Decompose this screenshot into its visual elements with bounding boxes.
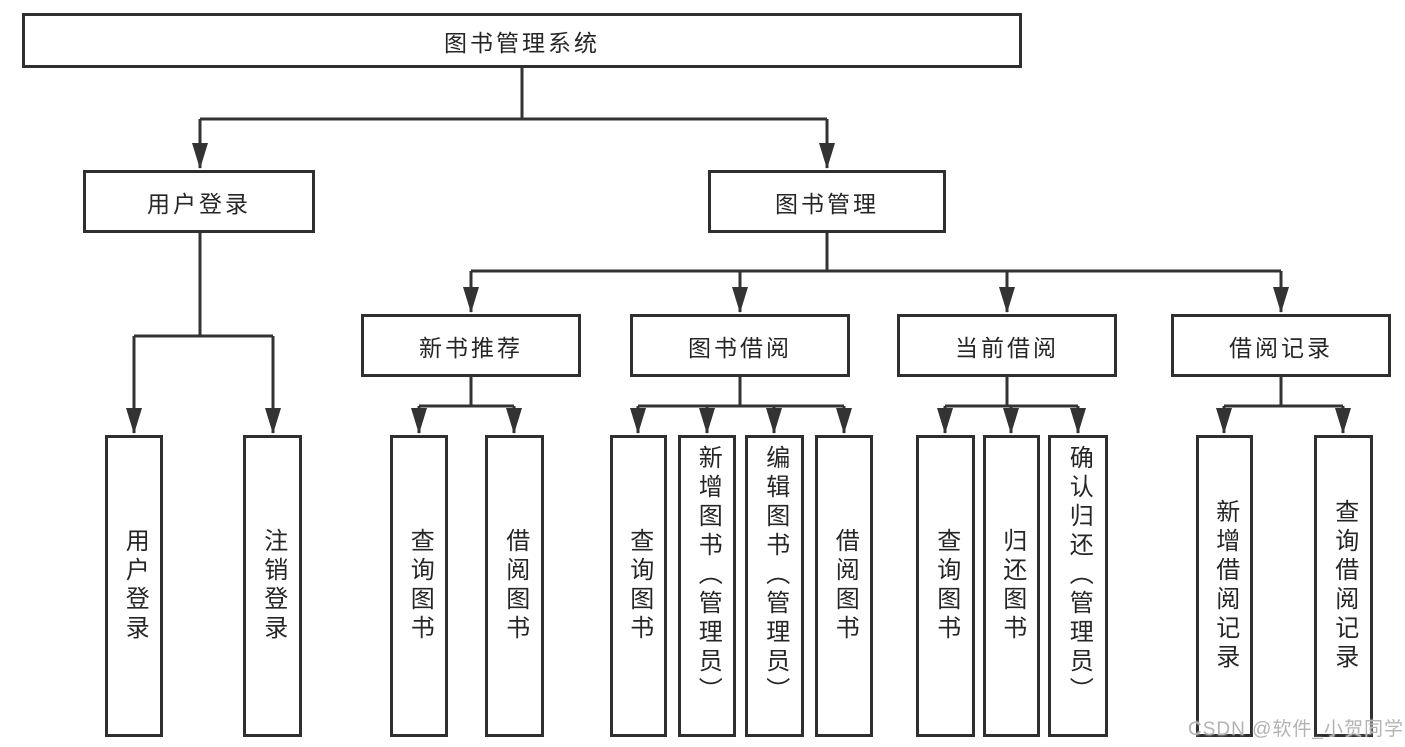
- node-borrow-records: 借阅记录: [1171, 314, 1391, 377]
- node-book-borrow: 图书借阅: [630, 314, 850, 377]
- node-new-book-recommend-label: 新书推荐: [419, 334, 523, 361]
- leaf-query-borrow-record-label: 查询借阅记录: [1330, 499, 1358, 673]
- leaf-query-books-borrow-label: 查询图书: [625, 528, 653, 644]
- leaf-borrow-books-borrow-label: 借阅图书: [831, 528, 859, 644]
- node-new-book-recommend: 新书推荐: [361, 314, 581, 377]
- leaf-return-books-label: 归还图书: [998, 528, 1026, 644]
- watermark: CSDN @软件_小贺同学: [1188, 719, 1404, 740]
- leaf-add-borrow-record-label: 新增借阅记录: [1211, 499, 1239, 673]
- node-root: 图书管理系统: [22, 13, 1022, 68]
- node-book-management: 图书管理: [708, 170, 946, 233]
- leaf-borrow-books-borrow: 借阅图书: [815, 435, 873, 737]
- leaf-edit-books-admin: 编辑图书（管理员）: [745, 435, 804, 737]
- node-root-label: 图书管理系统: [444, 29, 600, 56]
- leaf-edit-books-admin-label: 编辑图书（管理员）: [761, 445, 789, 706]
- leaf-confirm-return-admin: 确认归还（管理员）: [1048, 435, 1108, 737]
- leaf-confirm-return-admin-label: 确认归还（管理员）: [1065, 445, 1093, 706]
- leaf-query-books-current: 查询图书: [916, 435, 975, 737]
- node-book-borrow-label: 图书借阅: [688, 334, 792, 361]
- node-current-borrow: 当前借阅: [897, 314, 1117, 377]
- leaf-user-login: 用户登录: [105, 435, 163, 737]
- leaf-query-books-recommend: 查询图书: [390, 435, 448, 737]
- node-borrow-records-label: 借阅记录: [1229, 334, 1333, 361]
- leaf-borrow-books-recommend-label: 借阅图书: [501, 528, 529, 644]
- leaf-return-books: 归还图书: [983, 435, 1040, 737]
- leaf-add-books-admin: 新增图书（管理员）: [678, 435, 736, 737]
- leaf-logout: 注销登录: [243, 435, 302, 737]
- leaf-query-books-borrow: 查询图书: [610, 435, 667, 737]
- leaf-add-borrow-record: 新增借阅记录: [1196, 435, 1253, 737]
- leaf-query-borrow-record: 查询借阅记录: [1314, 435, 1373, 737]
- leaf-user-login-label: 用户登录: [121, 528, 149, 644]
- node-user-login-label: 用户登录: [147, 190, 251, 217]
- node-book-management-label: 图书管理: [775, 190, 879, 217]
- leaf-query-books-current-label: 查询图书: [932, 528, 960, 644]
- leaf-query-books-recommend-label: 查询图书: [406, 528, 434, 644]
- leaf-borrow-books-recommend: 借阅图书: [485, 435, 544, 737]
- leaf-logout-label: 注销登录: [259, 528, 287, 644]
- node-current-borrow-label: 当前借阅: [955, 334, 1059, 361]
- node-user-login: 用户登录: [83, 170, 315, 233]
- leaf-add-books-admin-label: 新增图书（管理员）: [694, 445, 722, 706]
